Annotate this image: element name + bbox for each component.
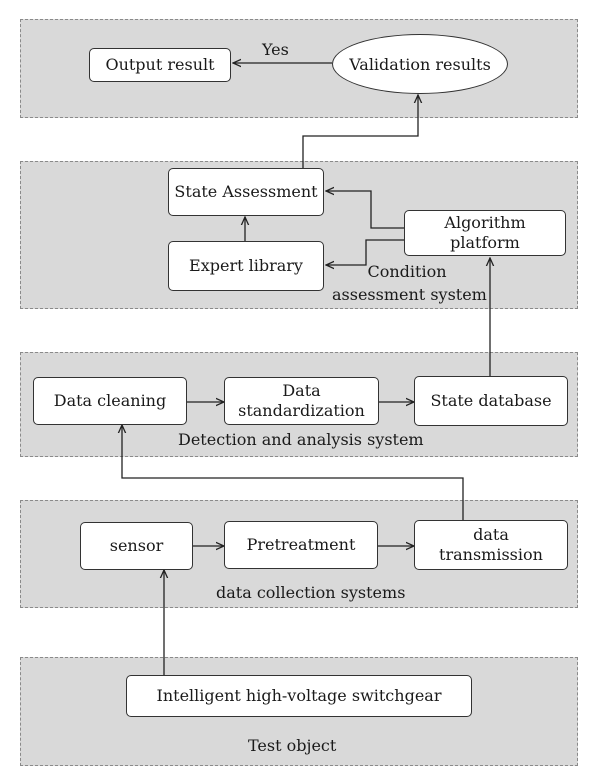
- switchgear-box: Intelligent high-voltage switchgear: [126, 675, 472, 717]
- yes-label: Yes: [262, 40, 289, 59]
- data-collection-systems-label: data collection systems: [216, 583, 406, 602]
- algorithm-platform-box: Algorithm platform: [404, 210, 566, 256]
- data-cleaning-text: Data cleaning: [53, 391, 167, 410]
- arrow-assessment-to-validation: [302, 95, 418, 168]
- condition-label-line2: assessment system: [332, 285, 487, 304]
- state-database-text: State database: [430, 391, 552, 410]
- arrow-algorithm-to-expert: [326, 239, 404, 265]
- pretreatment-box: Pretreatment: [224, 521, 378, 569]
- expert-library-text: Expert library: [189, 256, 303, 275]
- sensor-box: sensor: [80, 522, 193, 570]
- state-assessment-text: State Assessment: [174, 182, 318, 201]
- algorithm-platform-text: Algorithm platform: [444, 213, 526, 252]
- data-cleaning-box: Data cleaning: [33, 377, 187, 425]
- data-transmission-line1: data: [473, 525, 509, 544]
- switchgear-text: Intelligent high-voltage switchgear: [156, 686, 442, 705]
- pretreatment-text: Pretreatment: [246, 535, 356, 554]
- data-transmission-box: data transmission: [414, 520, 568, 570]
- state-assessment-box: State Assessment: [168, 168, 324, 216]
- condition-label-line1: Condition: [367, 262, 447, 281]
- data-standardization-box: Data standardization: [224, 377, 379, 425]
- arrow-algorithm-to-assessment: [326, 191, 404, 229]
- validation-results-text: Validation results: [349, 54, 491, 74]
- condition-assessment-system-label: Condition assessment system: [332, 262, 487, 305]
- sensor-text: sensor: [109, 536, 164, 555]
- data-standardization-line1: Data: [282, 381, 321, 400]
- detection-analysis-system-label: Detection and analysis system: [178, 430, 424, 449]
- expert-library-box: Expert library: [168, 241, 324, 291]
- test-object-label: Test object: [248, 736, 337, 755]
- arrow-transmission-to-cleaning: [122, 425, 464, 520]
- data-transmission-line2: transmission: [439, 545, 543, 564]
- output-result-text: Output result: [105, 55, 215, 74]
- output-result-box: Output result: [89, 48, 231, 82]
- validation-results-ellipse: Validation results: [332, 34, 508, 94]
- state-database-box: State database: [414, 376, 568, 426]
- data-standardization-line2: standardization: [238, 401, 365, 420]
